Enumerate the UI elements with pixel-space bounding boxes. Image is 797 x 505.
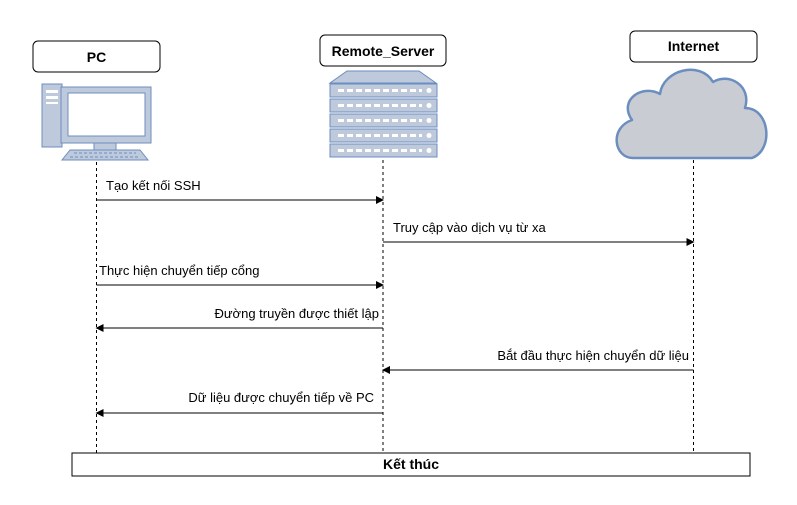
message-5: Bắt đầu thực hiện chuyển dữ liệu: [382, 348, 694, 374]
message-3: Thực hiện chuyển tiếp cổng: [96, 263, 384, 289]
end-bar-label: Kết thúc: [383, 456, 439, 472]
message-label: Truy cập vào dịch vụ từ xa: [393, 220, 547, 235]
server-rack-icon: [328, 70, 438, 158]
message-label: Thực hiện chuyển tiếp cổng: [99, 263, 259, 278]
participant-pc-label: PC: [87, 49, 106, 65]
message-4: Đường truyền được thiết lập: [95, 306, 383, 332]
end-bar: Kết thúc: [71, 452, 751, 477]
message-label: Đường truyền được thiết lập: [214, 306, 379, 321]
participant-remote-server: Remote_Server: [319, 34, 447, 67]
message-label: Tạo kết nối SSH: [106, 178, 201, 193]
message-label: Bắt đầu thực hiện chuyển dữ liệu: [497, 348, 689, 363]
cloud-icon: [615, 68, 768, 160]
participant-internet: Internet: [629, 30, 758, 63]
message-2: Truy cập vào dịch vụ từ xa: [383, 220, 695, 246]
desktop-computer-icon: [41, 83, 152, 161]
participant-pc: PC: [32, 40, 161, 73]
message-label: Dữ liệu được chuyển tiếp về PC: [188, 390, 374, 405]
message-6: Dữ liệu được chuyển tiếp về PC: [95, 390, 383, 417]
lifelines: [96, 160, 694, 453]
participant-remote-server-label: Remote_Server: [332, 43, 435, 59]
message-1: Tạo kết nối SSH: [96, 178, 384, 204]
participant-internet-label: Internet: [668, 38, 720, 54]
